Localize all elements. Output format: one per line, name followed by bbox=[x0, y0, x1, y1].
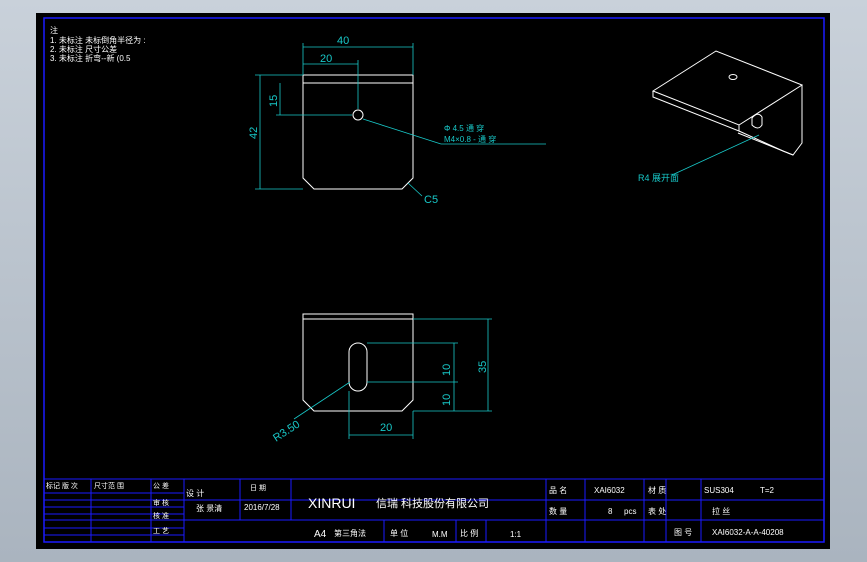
iso-note: R4 展开面 bbox=[638, 173, 679, 183]
projection-angle: 第三角法 bbox=[334, 528, 366, 538]
scale-label: 比 例 bbox=[460, 528, 478, 538]
paper-size: A4 bbox=[314, 529, 327, 540]
dim-slot-20: 20 bbox=[380, 422, 392, 434]
drawing-canvas: 注 1. 未标注 未标倒角半径为 : 2. 未标注 尺寸公差 3. 未标注 折弯… bbox=[43, 17, 825, 543]
hole-circle bbox=[352, 109, 364, 121]
dim-slot-10a: 10 bbox=[441, 364, 453, 376]
dim-width-40: 40 bbox=[337, 35, 349, 47]
material-value: SUS304 bbox=[704, 486, 734, 495]
side-dimensions bbox=[293, 318, 492, 439]
dim-chamfer: C5 bbox=[424, 194, 438, 206]
isometric-view bbox=[651, 50, 804, 156]
date-label: 日 期 bbox=[250, 484, 266, 492]
part-label: 品 名 bbox=[549, 485, 567, 495]
unit-label: 单 位 bbox=[390, 528, 408, 538]
front-dimensions bbox=[255, 43, 546, 197]
side-dim-text: 35 10 10 20 R3.50 bbox=[271, 361, 489, 445]
hole-note-2: M4×0.8 - 通 穿 bbox=[444, 134, 496, 144]
drawing-border bbox=[43, 17, 825, 543]
dim-height-15: 15 bbox=[268, 95, 280, 107]
company-en: XINRUI bbox=[308, 495, 355, 511]
qty-value: 8 bbox=[608, 507, 613, 516]
unit-value: M.M bbox=[432, 530, 448, 539]
rev-label-1: 公 差 bbox=[153, 481, 169, 490]
part-number: XAI6032 bbox=[594, 486, 625, 495]
drawing-sheet: 注 1. 未标注 未标倒角半径为 : 2. 未标注 尺寸公差 3. 未标注 折弯… bbox=[36, 13, 830, 549]
scale-value: 1:1 bbox=[510, 530, 522, 539]
drawing-number: XAI6032-A-A-40208 bbox=[712, 528, 784, 537]
title-block-text: 标记 版 次 尺寸范 围 公 差 审 核 核 准 工 艺 设 计 张 景清 日 … bbox=[46, 481, 784, 540]
note-line-0: 注 bbox=[50, 25, 58, 35]
dim-height-42: 42 bbox=[248, 127, 260, 139]
finish-value: 拉 丝 bbox=[712, 506, 730, 516]
date-value: 2016/7/28 bbox=[244, 503, 280, 512]
note-line-1: 1. 未标注 未标倒角半径为 : bbox=[50, 35, 146, 45]
hole-note-1: Φ 4.5 通 穿 bbox=[444, 123, 484, 133]
general-notes: 注 1. 未标注 未标倒角半径为 : 2. 未标注 尺寸公差 3. 未标注 折弯… bbox=[50, 25, 146, 63]
dim-slot-35: 35 bbox=[477, 361, 489, 373]
company-cn: 信瑞 科技股份有限公司 bbox=[376, 496, 489, 510]
material-label: 材 质 bbox=[648, 485, 666, 495]
iso-leader bbox=[671, 134, 760, 176]
small-header: 尺寸范 围 bbox=[94, 481, 124, 490]
drawn-label: 设 计 bbox=[186, 488, 204, 498]
finish-label: 表 处 bbox=[648, 506, 666, 516]
qty-label: 数 量 bbox=[549, 506, 567, 516]
front-dim-text: 40 20 15 42 C5 Φ 4.5 通 穿 M4×0.8 - 通 穿 bbox=[248, 35, 496, 206]
thickness-value: T=2 bbox=[760, 486, 775, 495]
side-view bbox=[302, 313, 414, 412]
rev-label-2: 审 核 bbox=[153, 498, 169, 507]
rev-label-4: 工 艺 bbox=[153, 527, 169, 535]
note-line-3: 3. 未标注 折弯--新 (0.5 bbox=[50, 53, 131, 63]
dim-radius: R3.50 bbox=[271, 418, 302, 444]
dim-slot-10b: 10 bbox=[441, 394, 453, 406]
qty-unit: pcs bbox=[624, 507, 636, 516]
rev-label-0: 标记 版 次 bbox=[46, 481, 78, 490]
rev-label-3: 核 准 bbox=[153, 511, 169, 520]
drawing-no-label: 图 号 bbox=[674, 528, 692, 537]
dim-width-20: 20 bbox=[320, 53, 332, 65]
note-line-2: 2. 未标注 尺寸公差 bbox=[50, 44, 117, 54]
title-block bbox=[43, 478, 825, 543]
slot-outline bbox=[348, 342, 368, 392]
drawn-value: 张 景清 bbox=[196, 503, 222, 513]
